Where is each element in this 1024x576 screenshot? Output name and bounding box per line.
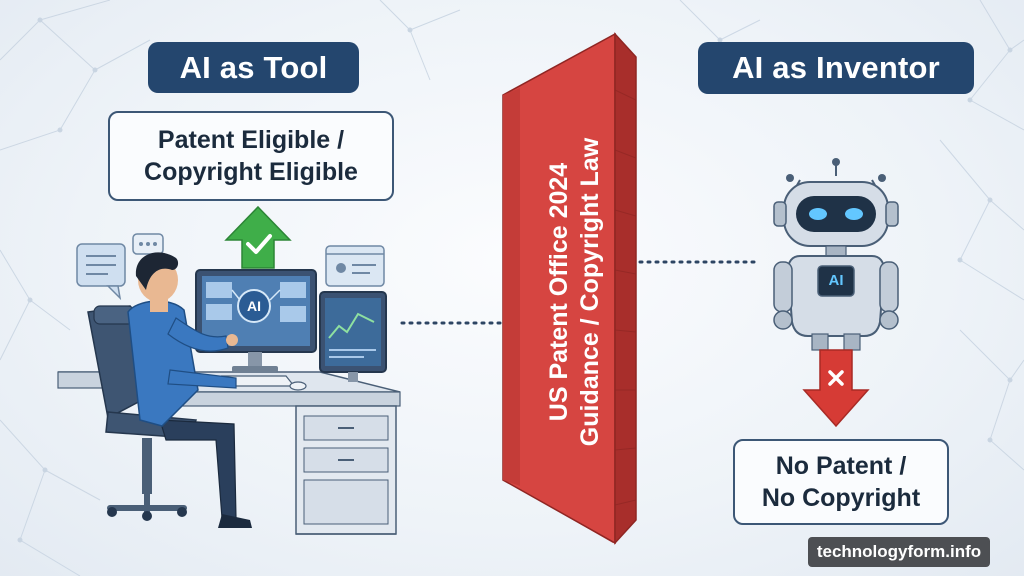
site-watermark: technologyform.info	[808, 537, 990, 567]
left-header-text: AI as Tool	[179, 49, 328, 85]
right-header-ai-as-inventor: AI as Inventor	[698, 42, 974, 94]
denied-outcome-card: No Patent / No Copyright	[733, 439, 949, 525]
screen-ai-badge: AI	[247, 298, 261, 314]
denied-outcome-line1: No Patent /	[775, 452, 907, 480]
eligible-outcome-line1: Patent Eligible /	[157, 126, 345, 154]
denied-outcome-line2: No Copyright	[761, 484, 921, 512]
chat-bubble-icon	[76, 243, 126, 301]
left-header-ai-as-tool: AI as Tool	[148, 42, 359, 93]
robot-ai-badge: AI	[828, 272, 844, 289]
typing-bubble-icon	[132, 233, 164, 255]
watermark-text: technologyform.info	[816, 542, 982, 561]
eligible-outcome-line2: Copyright Eligible	[144, 158, 358, 186]
eligible-outcome-card: Patent Eligible / Copyright Eligible	[108, 111, 394, 201]
profile-card-icon	[325, 245, 385, 287]
right-header-text: AI as Inventor	[732, 50, 940, 85]
